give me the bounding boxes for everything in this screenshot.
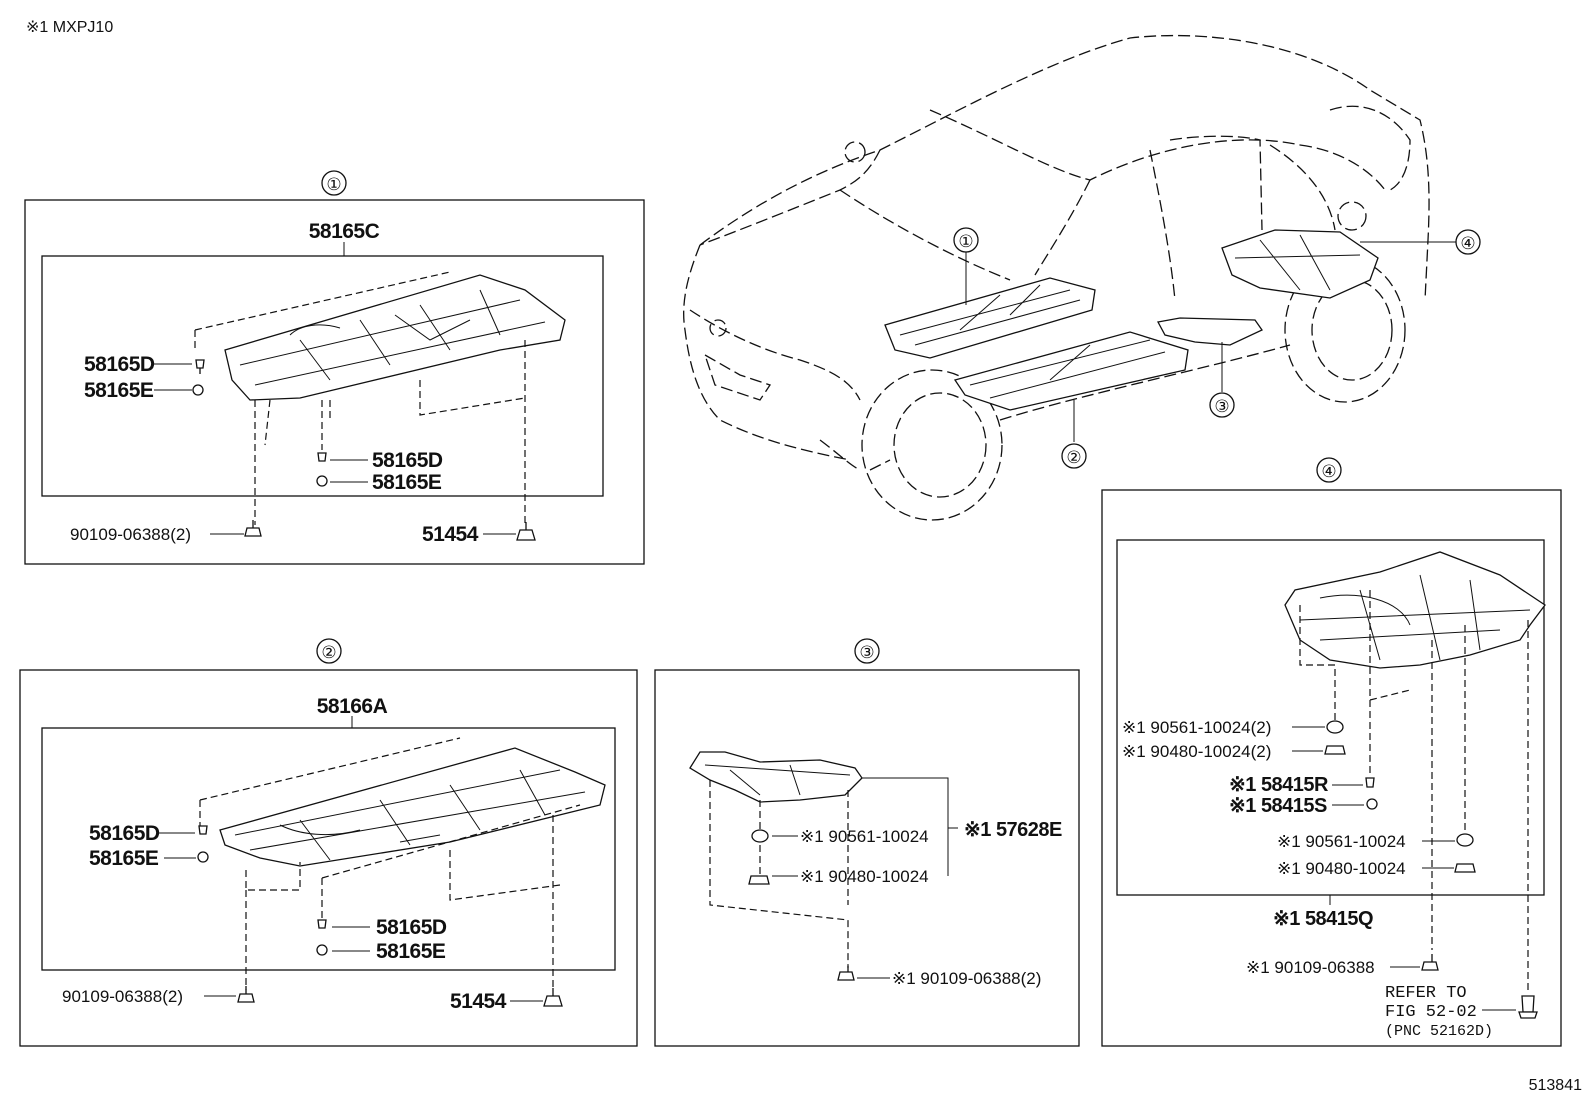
refer-pnc-label: (PNC 52162D) bbox=[1385, 1023, 1493, 1040]
panel-3-callout: ③ bbox=[859, 643, 874, 662]
panel-1-part-58165d-a: 58165D bbox=[84, 353, 155, 376]
panel-4: ④ ※1 90561-10024(2) ※1 90480-10024(2) ※1… bbox=[1101, 457, 1562, 1047]
side-cover-57628e bbox=[689, 751, 863, 803]
refer-to-label: REFER TO bbox=[1385, 984, 1467, 1003]
panel-1-part-58165e-b: 58165E bbox=[372, 471, 442, 494]
vehicle-callout-4: ④ bbox=[1460, 234, 1475, 253]
panel-4-frame bbox=[1101, 489, 1562, 1047]
panel-4-assembly-number: ※1 58415Q bbox=[1273, 908, 1373, 930]
refer-figure-label: FIG 52-02 bbox=[1385, 1003, 1477, 1022]
rear-under-cover-58415q bbox=[1284, 551, 1546, 669]
panel-4-part-90480-10024: ※1 90480-10024 bbox=[1277, 859, 1406, 878]
panel-1: ① 58165C 58165D 58165E 58165D 58165E 901… bbox=[24, 170, 645, 565]
panel-4-part-90480-10024-2: ※1 90480-10024(2) bbox=[1122, 742, 1271, 761]
panel-1-callout: ① bbox=[326, 175, 341, 194]
engine-under-cover-58165c bbox=[224, 274, 566, 401]
panel-2-part-51454: 51454 bbox=[450, 990, 507, 1013]
panel-4-part-90109-06388: ※1 90109-06388 bbox=[1246, 958, 1375, 977]
panel-2-part-58165e-b: 58165E bbox=[376, 940, 446, 963]
panel-3-part-90109-06388: ※1 90109-06388(2) bbox=[892, 969, 1041, 988]
panel-2-inner-frame bbox=[41, 727, 616, 971]
panel-1-part-58165d-b: 58165D bbox=[372, 449, 443, 472]
panel-3-part-90561-10024: ※1 90561-10024 bbox=[800, 827, 929, 846]
panel-1-frame bbox=[24, 199, 645, 565]
panel-2-part-90109-06388: 90109-06388(2) bbox=[62, 987, 183, 1006]
panel-2-frame bbox=[19, 669, 638, 1047]
panel-4-part-58415s: ※1 58415S bbox=[1229, 795, 1327, 817]
panel-2: ② 58166A 58165D 58165E 58165D 58165E 901… bbox=[19, 638, 638, 1047]
vehicle-callout-2: ② bbox=[1066, 448, 1081, 467]
panel-1-assembly-number: 58165C bbox=[309, 220, 380, 243]
panel-4-part-90561-10024-2: ※1 90561-10024(2) bbox=[1122, 718, 1271, 737]
panel-4-part-58415r: ※1 58415R bbox=[1229, 774, 1329, 796]
panel-1-part-90109-06388: 90109-06388(2) bbox=[70, 525, 191, 544]
panel-3-frame bbox=[654, 669, 1080, 1047]
panel-4-callout: ④ bbox=[1321, 462, 1336, 481]
panel-3-part-90480-10024: ※1 90480-10024 bbox=[800, 867, 929, 886]
panel-2-assembly-number: 58166A bbox=[317, 695, 388, 718]
panel-2-part-58165d-a: 58165D bbox=[89, 822, 160, 845]
panel-3-assembly-number: ※1 57628E bbox=[964, 819, 1062, 841]
panel-2-callout: ② bbox=[321, 643, 336, 662]
panel-1-inner-frame bbox=[41, 255, 604, 497]
panel-2-part-58165e-a: 58165E bbox=[89, 847, 159, 870]
panel-2-part-58165d-b: 58165D bbox=[376, 916, 447, 939]
panel-3: ③ ※1 90561-10024 ※1 90480-10024 ※1 57628… bbox=[654, 638, 1080, 1047]
model-note: ※1 MXPJ10 bbox=[26, 19, 113, 36]
figure-code: 513841 bbox=[1529, 1077, 1582, 1094]
panel-1-part-58165e-a: 58165E bbox=[84, 379, 154, 402]
vehicle-illustration: ① ② ③ ④ bbox=[683, 34, 1481, 521]
panel-1-part-51454: 51454 bbox=[422, 523, 479, 546]
floor-under-cover-58166a bbox=[219, 747, 606, 867]
vehicle-callout-3: ③ bbox=[1214, 397, 1229, 416]
vehicle-callout-1: ① bbox=[958, 232, 973, 251]
panel-4-part-90561-10024: ※1 90561-10024 bbox=[1277, 832, 1406, 851]
